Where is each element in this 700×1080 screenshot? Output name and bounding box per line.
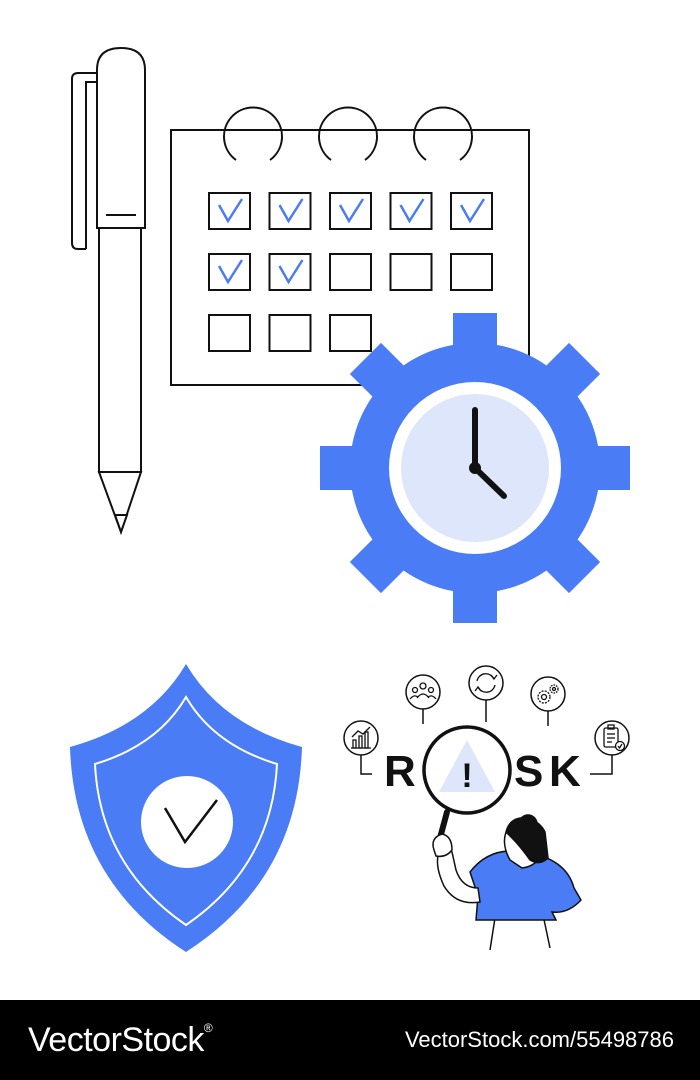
risk-letter-r: R (384, 747, 416, 796)
calendar-day-checked (208, 253, 251, 291)
calendar-day-checked (329, 192, 372, 230)
check-icon (217, 198, 244, 224)
warning-exclamation: ! (461, 757, 472, 795)
team-icon (405, 674, 441, 710)
check-icon (338, 198, 365, 224)
check-icon (399, 198, 425, 224)
calendar-day-checked (268, 253, 312, 291)
calendar-day-checked (450, 192, 493, 230)
check-icon (459, 198, 486, 224)
shield-check-icon (70, 664, 302, 952)
calendar-day-empty (450, 253, 493, 291)
clipboard-check-icon (594, 720, 630, 756)
settings-icon (530, 676, 566, 712)
check-icon (217, 259, 244, 285)
check-icon (278, 259, 304, 285)
calendar-day-checked (268, 192, 312, 230)
calendar-day-empty (268, 314, 312, 352)
risk-scene: R S K ! (343, 665, 630, 951)
calendar-day-empty (329, 253, 372, 291)
magnifier-icon: ! (422, 725, 512, 841)
warning-icon: ! (439, 740, 495, 795)
risk-letter-s: S (514, 747, 543, 796)
person-icon (432, 814, 582, 951)
check-icon (278, 198, 304, 224)
calendar-grid (208, 192, 493, 352)
gear-clock-icon (320, 313, 630, 623)
brand-registered-mark: ® (203, 1020, 213, 1035)
calendar-day-empty (208, 314, 251, 352)
brand-name: VectorStock (28, 1020, 204, 1059)
calendar-day-checked (208, 192, 251, 230)
refresh-icon (468, 665, 504, 701)
pen-icon (71, 46, 146, 536)
watermark-bar: VectorStock® VectorStock.com/55498786 (0, 1000, 700, 1080)
image-id: VectorStock.com/55498786 (404, 1027, 674, 1052)
brand-logo: VectorStock® (28, 1020, 213, 1060)
illustration: R S K ! (70, 46, 630, 952)
calendar-day-checked (389, 192, 433, 230)
chart-icon (343, 720, 379, 756)
calendar-day-empty (329, 314, 372, 352)
calendar-day-empty (389, 253, 433, 291)
risk-letter-k: K (549, 747, 581, 796)
